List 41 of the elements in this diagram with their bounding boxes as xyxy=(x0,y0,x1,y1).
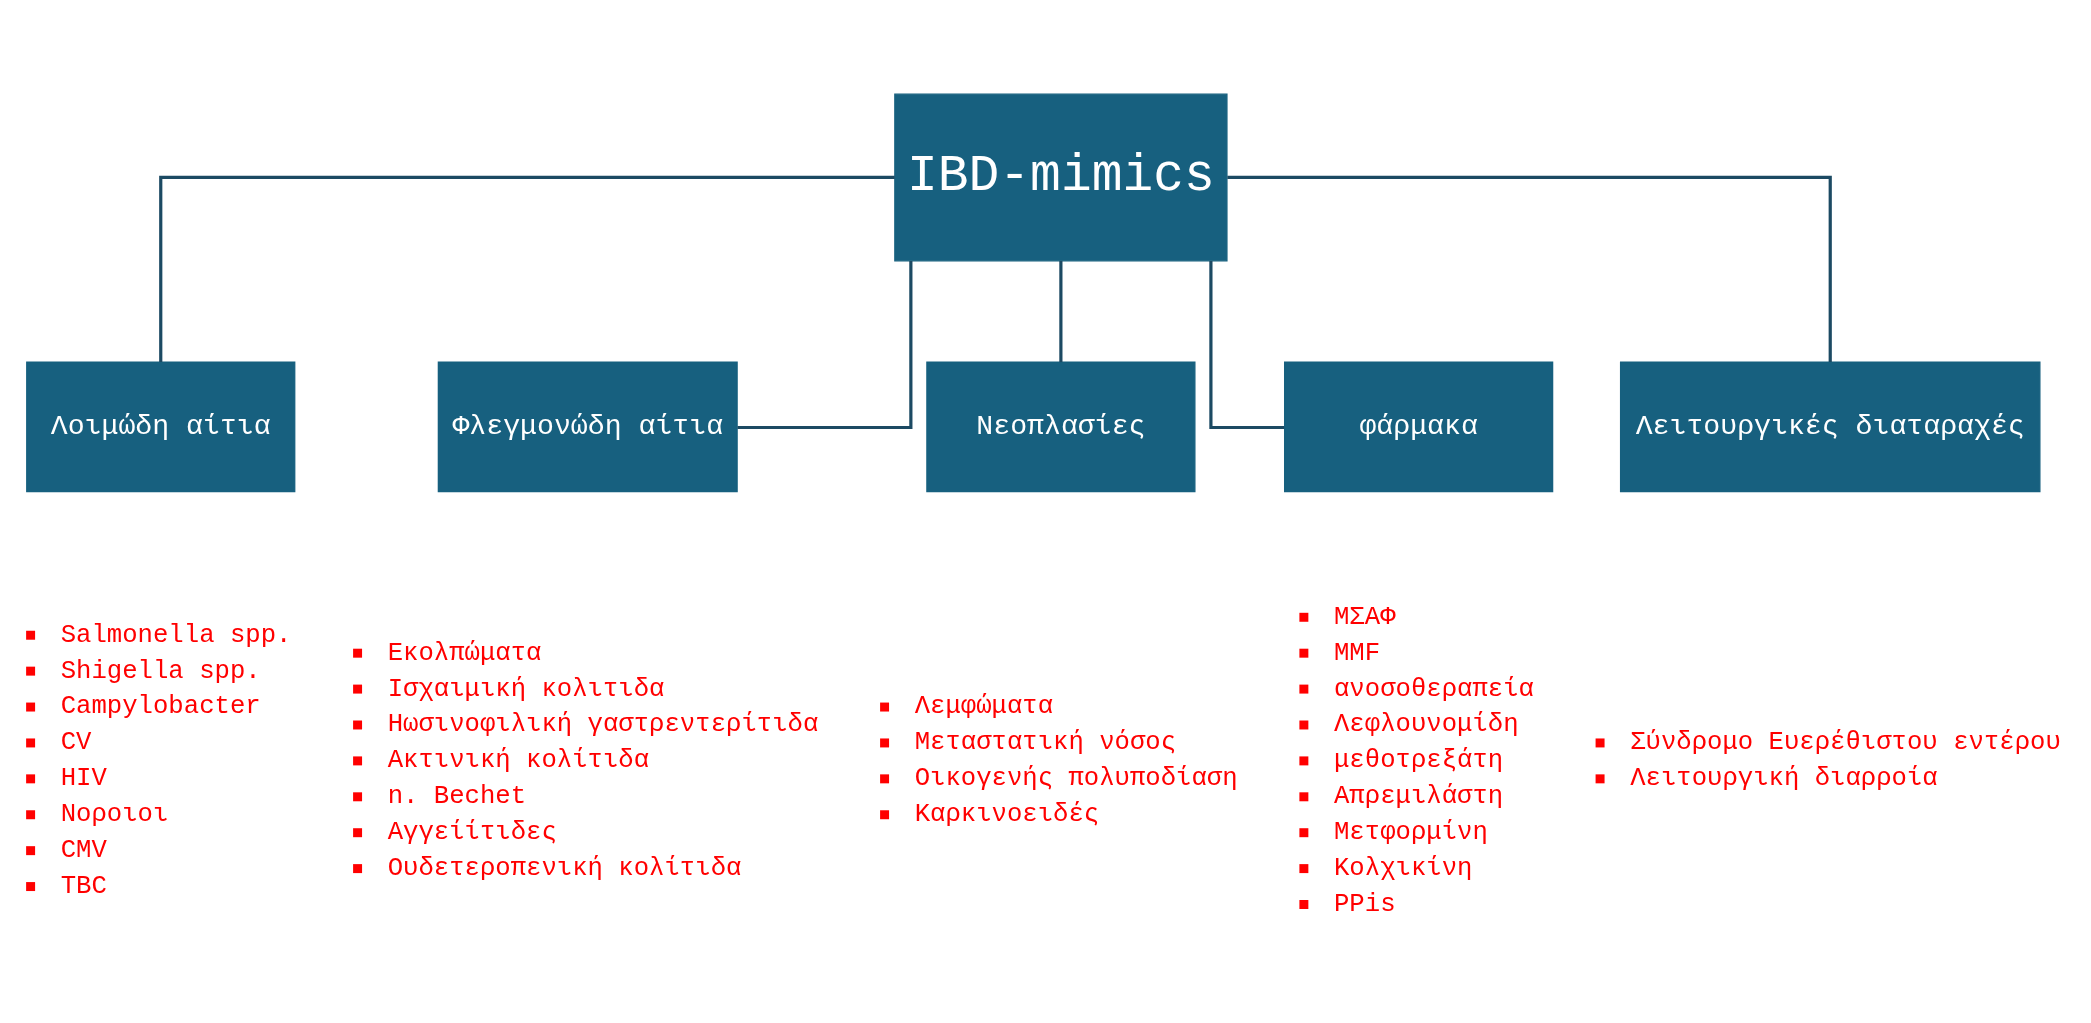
node-label: Ακτινική κολίτιδα xyxy=(387,746,650,776)
node-label: CMV xyxy=(60,836,107,866)
node-label: Νοροιοι xyxy=(60,800,169,830)
node-label: Shigella spp. xyxy=(60,656,261,686)
node-label: Ουδετεροπενική κολίτιδα xyxy=(387,854,742,884)
node-box: Νεοπλασίες xyxy=(926,361,1196,493)
connector xyxy=(1059,260,1063,363)
node-label: μεθοτρεξάτη xyxy=(1334,746,1504,776)
node-label: Campylobacter xyxy=(60,692,261,722)
connector xyxy=(159,175,895,362)
node-label: Σύνδρομο Ευερέθιστου εντέρου xyxy=(1630,728,2061,758)
node-box: Λοιμώδη αίτια xyxy=(26,361,296,493)
node-label: Λειτουργική διαρροία xyxy=(1630,764,1938,794)
node-label: n. Bechet xyxy=(387,782,527,812)
node-label: MMF xyxy=(1334,638,1381,668)
node-label: Ηωσινοφιλική γαστρεντερίτιδα xyxy=(387,710,819,740)
node-label: Λεφλουνομίδη xyxy=(1334,710,1519,740)
node-box: Λειτουργικές διαταραχές xyxy=(1619,361,2041,493)
node-label: Μεταστατική νόσος xyxy=(914,728,1177,758)
node-label: Μετφορμίνη xyxy=(1334,818,1488,848)
node-label: ΜΣΑΦ xyxy=(1334,602,1396,632)
node-label: Salmonella spp. xyxy=(60,620,292,650)
node-label: Ισχαιμική κολιτιδα xyxy=(387,674,665,704)
node-box: φάρμακα xyxy=(1284,361,1554,493)
node-box: IBD-mimics xyxy=(894,93,1228,262)
connector xyxy=(737,261,913,430)
node-label: Κολχικίνη xyxy=(1334,854,1473,884)
node-box: Φλεγμονώδη αίτια xyxy=(437,361,738,493)
node-label: Οικογενής πολυποδίαση xyxy=(914,764,1238,794)
node-label: CV xyxy=(60,728,92,758)
node-label: ανοσοθεραπεία xyxy=(1334,674,1534,704)
node-label: Απρεμιλάστη xyxy=(1334,782,1504,812)
node-label: PPis xyxy=(1334,889,1396,919)
node-label: Λεμφώματα xyxy=(914,692,1054,722)
node-label: HIV xyxy=(60,764,107,794)
node-label: Εκολπώματα xyxy=(387,638,542,668)
connector xyxy=(1209,261,1285,430)
node-label: Αγγείίτιδες xyxy=(387,818,557,848)
node-label: Καρκινοειδές xyxy=(914,800,1100,830)
connector xyxy=(1227,175,1832,362)
node-label: TBC xyxy=(60,871,107,901)
